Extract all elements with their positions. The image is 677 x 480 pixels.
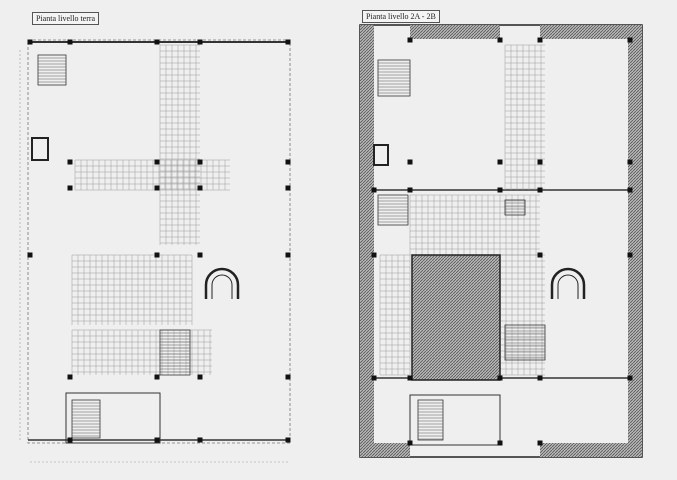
- ground-floor-column: [154, 185, 160, 191]
- ground-floor-stair: [159, 329, 191, 376]
- ground-floor-annex: [65, 392, 161, 444]
- ground-floor-column: [197, 39, 203, 45]
- level2-lift: [373, 144, 389, 166]
- level2-column: [497, 440, 503, 446]
- ground-floor-column: [197, 185, 203, 191]
- level2-south-wall-hatch: [540, 443, 640, 457]
- level2-column: [627, 252, 633, 258]
- level2-atrium-void: [411, 254, 501, 381]
- ground-floor-column: [154, 159, 160, 165]
- level2-annex-stair: [417, 399, 444, 441]
- level2-column: [537, 440, 543, 446]
- level2-east-wall-hatch: [628, 25, 642, 457]
- ground-floor-column: [27, 39, 33, 45]
- ground-floor-annex-stair: [71, 399, 101, 439]
- level2-column: [371, 187, 377, 193]
- ground-floor-column: [67, 39, 73, 45]
- ground-floor-column: [67, 185, 73, 191]
- level2-column: [537, 159, 543, 165]
- plan-title-level-2: Pianta livello 2A - 2B: [362, 10, 440, 23]
- ground-floor-column: [285, 185, 291, 191]
- level2-column: [627, 159, 633, 165]
- level2-column: [497, 187, 503, 193]
- ground-floor-column: [154, 374, 160, 380]
- level2-column: [537, 375, 543, 381]
- ground-floor-column: [27, 252, 33, 258]
- ground-floor-column: [285, 252, 291, 258]
- level2-annex: [409, 394, 501, 446]
- level2-south-wall-hatch: [360, 443, 410, 457]
- level2-apse-inner: [557, 274, 579, 299]
- ground-floor-column: [67, 374, 73, 380]
- ground-floor-column: [154, 39, 160, 45]
- level2-north-wall-hatch: [410, 25, 500, 39]
- ground-floor-outline: [27, 39, 291, 444]
- level2-column: [497, 37, 503, 43]
- level2-column: [407, 440, 413, 446]
- level2-column: [497, 159, 503, 165]
- level2-column: [407, 37, 413, 43]
- ground-floor-column: [197, 374, 203, 380]
- ground-floor-apse: [204, 267, 240, 299]
- ground-floor-column: [197, 437, 203, 443]
- level2-column: [407, 375, 413, 381]
- ground-floor-column: [154, 252, 160, 258]
- level2-apse: [550, 267, 586, 299]
- ground-floor-lift: [31, 137, 49, 161]
- level2-column: [627, 375, 633, 381]
- level2-column: [407, 187, 413, 193]
- ground-floor-column: [197, 159, 203, 165]
- level2-column: [497, 375, 503, 381]
- level2-column: [537, 252, 543, 258]
- plan-title-ground-floor: Pianta livello terra: [32, 12, 100, 25]
- level2-column: [407, 159, 413, 165]
- ground-floor-column: [285, 374, 291, 380]
- ground-floor-column: [285, 39, 291, 45]
- level2-column: [537, 37, 543, 43]
- level2-column: [627, 187, 633, 193]
- level2-column: [537, 187, 543, 193]
- ground-floor-column: [285, 437, 291, 443]
- level2-stair: [504, 199, 526, 216]
- ground-floor-column: [67, 437, 73, 443]
- ground-floor-column: [285, 159, 291, 165]
- ground-floor-column: [67, 159, 73, 165]
- level2-north-wall-hatch: [540, 25, 640, 39]
- ground-floor-apse-inner: [211, 274, 233, 299]
- level2-column: [371, 375, 377, 381]
- level2-stair: [504, 324, 546, 361]
- ground-floor-column: [154, 437, 160, 443]
- ground-floor-column: [197, 252, 203, 258]
- level2-column: [627, 37, 633, 43]
- level2-west-wall-hatch: [360, 25, 374, 457]
- level2-column: [371, 252, 377, 258]
